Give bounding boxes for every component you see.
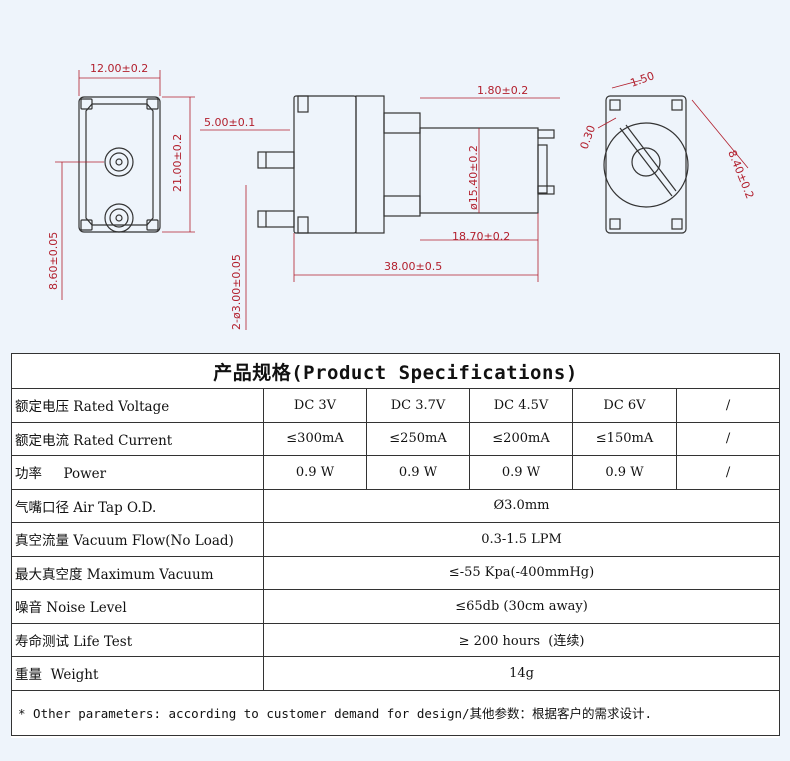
weight-value: 14g xyxy=(262,656,781,691)
current-value: ≤150mA xyxy=(572,421,677,456)
label-cn: 最大真空度 xyxy=(15,566,83,583)
power-value: 0.9 W xyxy=(366,455,470,490)
row-rated-current: 额定电流 Rated Current ≤300mA ≤250mA ≤200mA … xyxy=(11,421,781,456)
row-label: 气嘴口径 Air Tap O.D. xyxy=(11,488,264,523)
rear-view xyxy=(603,95,689,234)
label-cn: 额定电流 xyxy=(15,432,69,449)
max-vacuum-value: ≤-55 Kpa(-400mmHg) xyxy=(262,555,781,590)
label-en: Vacuum Flow(No Load) xyxy=(69,533,234,550)
dim-front-width: 12.00±0.2 xyxy=(90,62,148,75)
technical-drawing: 12.00±0.2 21.00±0.2 8.60±0.05 5.00±0.1 2… xyxy=(0,0,790,340)
row-rated-voltage: 额定电压 Rated Voltage DC 3V DC 3.7V DC 4.5V… xyxy=(11,388,781,423)
label-cn: 额定电压 xyxy=(15,399,69,416)
row-label: 额定电压 Rated Voltage xyxy=(11,388,264,423)
row-air-tap: 气嘴口径 Air Tap O.D. Ø3.0mm xyxy=(11,488,781,523)
row-label: 最大真空度 Maximum Vacuum xyxy=(11,555,264,590)
power-value: 0.9 W xyxy=(469,455,573,490)
dim-rear-spacing: 8.40±0.2 xyxy=(725,148,756,200)
label-cn: 寿命测试 xyxy=(15,633,69,650)
footnote: * Other parameters: according to custome… xyxy=(10,689,781,736)
dim-nozzle-gap: 5.00±0.1 xyxy=(204,116,255,129)
note-row: * Other parameters: according to custome… xyxy=(10,689,781,736)
power-value: 0.9 W xyxy=(572,455,677,490)
spec-table-container: 产品规格(Product Specifications) 额定电压 Rated … xyxy=(10,353,781,738)
row-power: 功率 Power 0.9 W 0.9 W 0.9 W 0.9 W / xyxy=(11,455,781,490)
vacuum-flow-value: 0.3-1.5 LPM xyxy=(262,522,781,557)
row-noise-level: 噪音 Noise Level ≤65db (30cm away) xyxy=(11,589,781,624)
voltage-value: DC 3V xyxy=(263,388,367,423)
label-cn: 噪音 xyxy=(15,600,42,617)
label-en: Weight xyxy=(42,667,99,684)
row-weight: 重量 Weight 14g xyxy=(11,656,781,691)
voltage-value: DC 4.5V xyxy=(469,388,573,423)
dim-total-length: 38.00±0.5 xyxy=(384,260,442,273)
label-cn: 真空流量 xyxy=(15,533,69,550)
current-value: ≤200mA xyxy=(469,421,573,456)
label-en: Life Test xyxy=(69,633,133,650)
table-title: 产品规格(Product Specifications) xyxy=(10,353,781,389)
row-life-test: 寿命测试 Life Test ≥ 200 hours (连续) xyxy=(11,622,781,657)
row-label: 功率 Power xyxy=(11,455,264,490)
front-view xyxy=(78,96,161,233)
label-en: Rated Current xyxy=(69,432,173,449)
row-vacuum-flow: 真空流量 Vacuum Flow(No Load) 0.3-1.5 LPM xyxy=(11,522,781,557)
label-cn: 重量 xyxy=(15,667,42,684)
dim-front-height: 21.00±0.2 xyxy=(171,134,184,192)
title-row: 产品规格(Product Specifications) xyxy=(10,353,781,389)
dimension-lines xyxy=(55,70,749,330)
dim-port-diameter: 2-ø3.00±0.05 xyxy=(230,254,243,330)
air-tap-value: Ø3.0mm xyxy=(262,488,781,523)
current-value: ≤250mA xyxy=(366,421,470,456)
label-en: Rated Voltage xyxy=(69,399,170,416)
power-value: 0.9 W xyxy=(263,455,367,490)
dim-front-port-offset: 8.60±0.05 xyxy=(47,232,60,290)
row-label: 额定电流 Rated Current xyxy=(11,421,264,456)
row-max-vacuum: 最大真空度 Maximum Vacuum ≤-55 Kpa(-400mmHg) xyxy=(11,555,781,590)
voltage-value: DC 6V xyxy=(572,388,677,423)
label-en: Noise Level xyxy=(42,600,127,617)
row-label: 噪音 Noise Level xyxy=(11,589,264,624)
label-en: Power xyxy=(42,466,107,483)
noise-level-value: ≤65db (30cm away) xyxy=(262,589,781,624)
label-en: Maximum Vacuum xyxy=(82,566,214,583)
current-value: ≤300mA xyxy=(263,421,367,456)
dim-rear-gap: 0.30 xyxy=(578,124,599,151)
life-test-value: ≥ 200 hours (连续) xyxy=(262,622,781,657)
row-label: 寿命测试 Life Test xyxy=(11,622,264,657)
dim-shaft: 1.80±0.2 xyxy=(477,84,528,97)
dim-rear-terminal: 1.50 xyxy=(629,69,656,90)
side-view xyxy=(257,95,555,234)
current-value: / xyxy=(675,421,781,456)
voltage-value: / xyxy=(675,388,781,423)
label-en: Air Tap O.D. xyxy=(69,499,157,516)
power-value: / xyxy=(675,455,781,490)
dim-body-diameter: ø15.40±0.2 xyxy=(467,145,480,210)
label-cn: 气嘴口径 xyxy=(15,499,69,516)
dim-motor-length: 18.70±0.2 xyxy=(452,230,510,243)
product-spec-table: 产品规格(Product Specifications) 额定电压 Rated … xyxy=(10,353,781,736)
voltage-value: DC 3.7V xyxy=(366,388,470,423)
row-label: 真空流量 Vacuum Flow(No Load) xyxy=(11,522,264,557)
label-cn: 功率 xyxy=(15,466,42,483)
dimension-drawing: 12.00±0.2 21.00±0.2 8.60±0.05 5.00±0.1 2… xyxy=(47,62,756,330)
row-label: 重量 Weight xyxy=(11,656,264,691)
